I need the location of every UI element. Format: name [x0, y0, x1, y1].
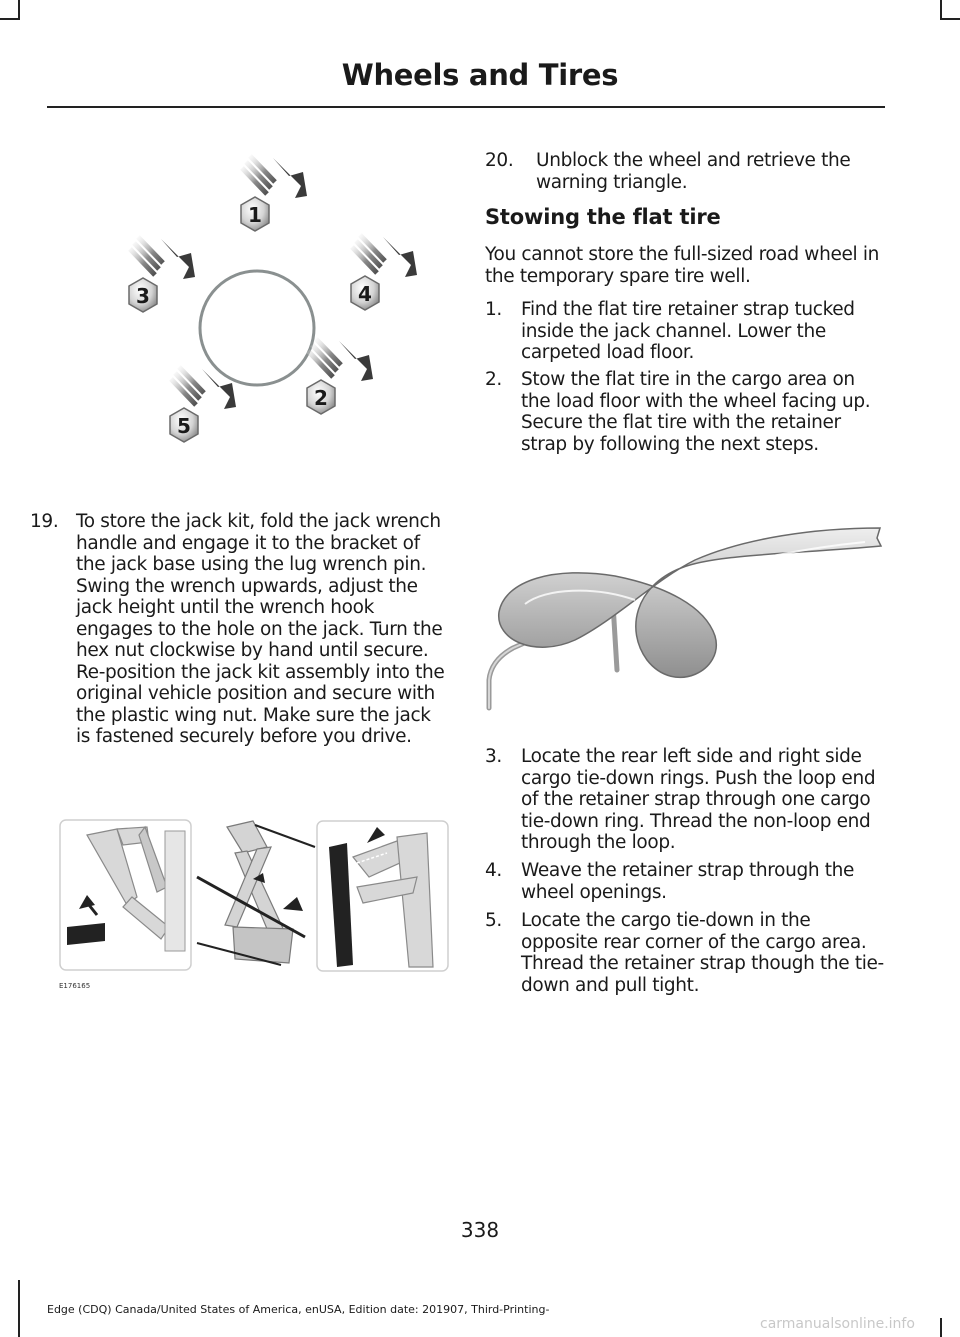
- step-3: 3. Locate the rear left side and right s…: [485, 746, 885, 858]
- arrow-icon: [283, 897, 303, 911]
- lug-nut-number: 1: [248, 203, 262, 227]
- arrow-icon: [253, 873, 265, 883]
- section-intro: You cannot store the full-sized road whe…: [485, 244, 880, 287]
- step-text: Weave the retainer strap through the whe…: [521, 860, 855, 903]
- lug-nut-number: 3: [136, 284, 150, 308]
- figure-code: E176165: [59, 982, 91, 990]
- jack-kit-illustration: [59, 819, 449, 972]
- step-text: Unblock the wheel and retrieve the warni…: [536, 150, 851, 193]
- step-2: 2. Stow the flat tire in the cargo area …: [485, 369, 885, 459]
- step-number: 20.: [485, 150, 514, 171]
- step-text: Stow the flat tire in the cargo area on …: [521, 369, 871, 455]
- jack-kit-figure: E176165: [57, 817, 450, 995]
- lug-nut-1: 1: [240, 154, 307, 232]
- crop-mark: [0, 18, 18, 20]
- step-19: 19. To store the jack kit, fold the jack…: [30, 511, 448, 771]
- crop-mark: [940, 18, 960, 20]
- step-number: 2.: [485, 369, 502, 390]
- step-number: 4.: [485, 860, 502, 881]
- step-1: 1. Find the flat tire retainer strap tuc…: [485, 299, 885, 365]
- step-number: 1.: [485, 299, 502, 320]
- watermark: carmanualsonline.info: [760, 1316, 915, 1332]
- step-4: 4. Weave the retainer strap through the …: [485, 860, 885, 906]
- lug-nut-2: 2: [306, 337, 373, 415]
- footer-edition: Edge (CDQ) Canada/United States of Ameri…: [47, 1303, 550, 1316]
- lug-nut-number: 5: [177, 414, 191, 438]
- page-number: 338: [460, 1218, 500, 1242]
- step-number: 5.: [485, 910, 502, 931]
- step-text: Locate the rear left side and right side…: [521, 746, 876, 853]
- crop-mark: [18, 1280, 20, 1337]
- step-number: 19.: [30, 511, 59, 532]
- lug-nut-4: 4: [350, 233, 417, 311]
- lug-nut-3: 3: [128, 235, 195, 313]
- tighten-arrow-icon: [339, 341, 373, 381]
- step-text: Locate the cargo tie-down in the opposit…: [521, 910, 884, 996]
- tighten-arrow-icon: [273, 158, 307, 198]
- crop-mark: [18, 0, 20, 20]
- lug-nut-number: 4: [358, 282, 372, 306]
- step-number: 3.: [485, 746, 502, 767]
- lug-nut-5: 5: [169, 365, 236, 443]
- step-text: To store the jack kit, fold the jack wre…: [76, 511, 445, 747]
- tighten-arrow-icon: [202, 369, 236, 409]
- page-title: Wheels and Tires: [341, 58, 619, 92]
- crop-mark: [940, 1318, 942, 1337]
- step-5: 5. Locate the cargo tie-down in the oppo…: [485, 910, 885, 1000]
- tighten-arrow-icon: [383, 237, 417, 277]
- header-rule: [47, 106, 885, 108]
- crop-mark: [940, 0, 942, 20]
- step-text: Find the flat tire retainer strap tucked…: [521, 299, 855, 363]
- arrow-icon: [367, 827, 385, 843]
- lug-nut-sequence-figure: 1 4 3 2 5: [128, 154, 417, 443]
- section-heading: Stowing the flat tire: [485, 205, 721, 229]
- lug-nut-number: 2: [314, 386, 328, 410]
- step-20: 20. Unblock the wheel and retrieve the w…: [485, 150, 885, 196]
- wheel-hub-circle: [198, 269, 316, 387]
- tighten-arrow-icon: [161, 239, 195, 279]
- retainer-strap-figure: [486, 527, 883, 711]
- strap-shape: [498, 527, 883, 679]
